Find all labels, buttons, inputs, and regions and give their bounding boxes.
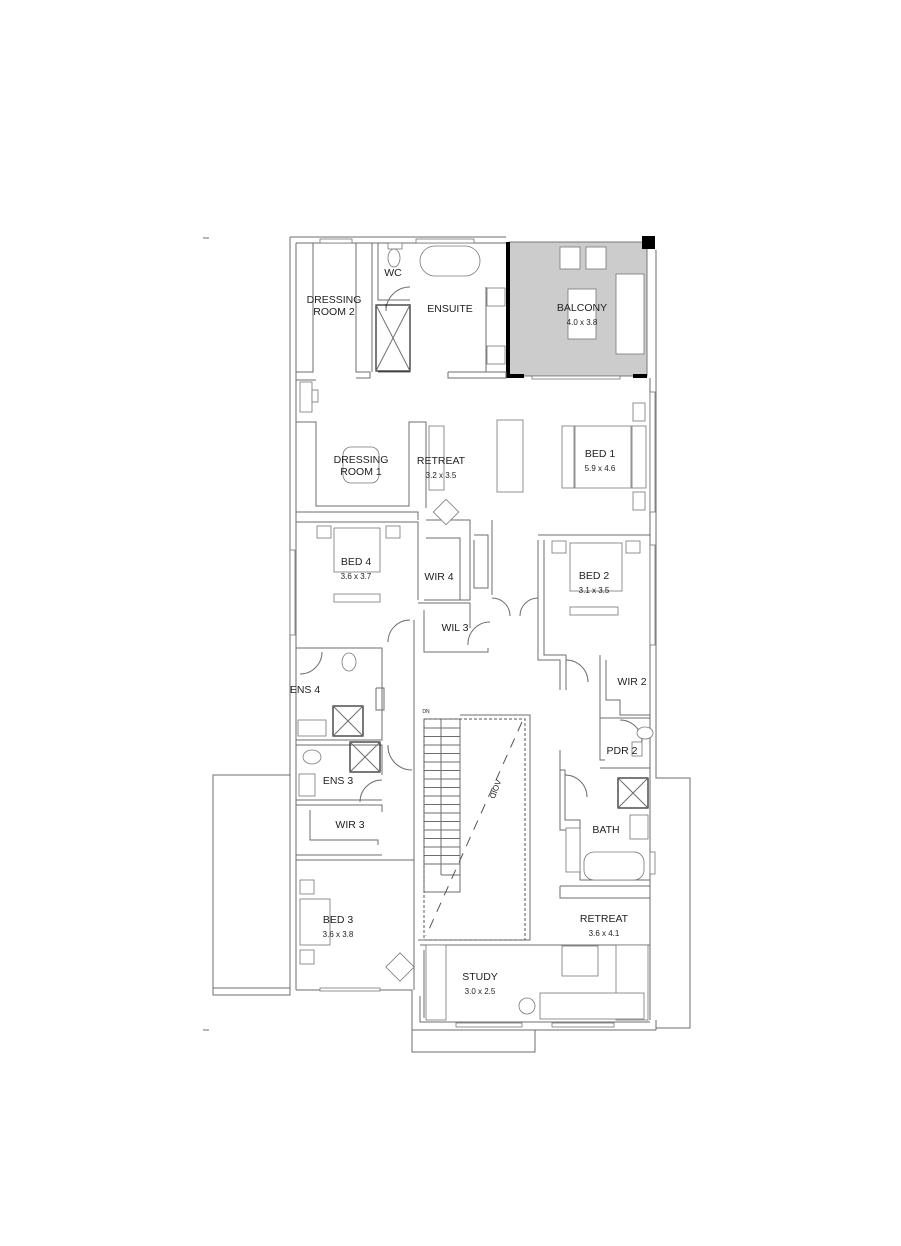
- room-name: STUDY: [462, 971, 498, 983]
- room-bed-1: BED 1 5.9 x 4.6: [585, 448, 616, 473]
- room-bed-4: BED 4 3.6 x 3.7: [341, 556, 372, 581]
- room-size: 3.6 x 3.8: [323, 930, 354, 939]
- room-wir-3: WIR 3: [335, 819, 364, 831]
- stool-icon: [518, 997, 536, 1015]
- room-name: WIR 3: [335, 819, 364, 831]
- room-name: WIR 4: [424, 571, 453, 583]
- room-name: WC: [384, 267, 402, 279]
- room-name: DRESSING: [334, 454, 389, 466]
- room-retreat-2: RETREAT 3.6 x 4.1: [580, 913, 629, 938]
- toilet-icon: [387, 248, 401, 268]
- armchair-icon: [432, 498, 460, 526]
- room-bed-3: BED 3 3.6 x 3.8: [323, 914, 354, 939]
- room-size: 3.2 x 3.5: [426, 471, 457, 480]
- room-retreat-1: RETREAT 3.2 x 3.5: [417, 455, 466, 480]
- room-name: RETREAT: [580, 913, 629, 925]
- shower-icon: [617, 777, 649, 809]
- room-size: 3.6 x 4.1: [589, 929, 620, 938]
- ottoman-icon: [561, 945, 599, 977]
- stair-dn-label: DN: [422, 709, 430, 715]
- shower-icon: [375, 304, 411, 372]
- toilet-icon: [302, 749, 322, 765]
- void-diagonal: [425, 721, 523, 937]
- armchair-icon: [385, 952, 415, 982]
- void-label: VOID: [488, 778, 503, 800]
- room-ens-4: ENS 4: [290, 684, 321, 696]
- ottoman-icon: [342, 446, 380, 484]
- room-name: ENSUITE: [427, 303, 473, 315]
- room-study: STUDY 3.0 x 2.5: [462, 971, 498, 996]
- room-name: ENS 3: [323, 775, 354, 787]
- desk-icon: [425, 944, 447, 1021]
- room-name: ROOM 2: [313, 306, 355, 318]
- sofa-icon: [496, 419, 524, 493]
- room-wil-3: WIL 3: [441, 622, 468, 634]
- balcony-heavy-wall: [506, 242, 510, 378]
- room-size: 5.9 x 4.6: [585, 464, 616, 473]
- room-size: 4.0 x 3.8: [567, 318, 598, 327]
- room-ensuite: ENSUITE: [427, 303, 473, 315]
- outdoor-chair: [559, 246, 581, 270]
- basin-icon: [486, 287, 506, 307]
- room-ens-3: ENS 3: [323, 775, 354, 787]
- outdoor-sofa: [615, 273, 645, 355]
- shower-icon: [349, 741, 381, 773]
- room-name: BED 1: [585, 448, 616, 460]
- room-name: PDR 2: [607, 745, 638, 757]
- internal-walls: [295, 243, 651, 1018]
- outdoor-table: [567, 288, 597, 340]
- room-name: BED 2: [579, 570, 610, 582]
- bed-icon: [574, 425, 632, 489]
- windows: [289, 238, 656, 1028]
- outdoor-chair: [585, 246, 607, 270]
- cabinet-icon: [428, 425, 445, 491]
- room-pdr-2: PDR 2: [607, 745, 638, 757]
- room-wir-2: WIR 2: [617, 676, 646, 688]
- room-name: WIL 3: [441, 622, 468, 634]
- room-size: 3.6 x 3.7: [341, 572, 372, 581]
- stair: [423, 718, 461, 893]
- basin-icon: [631, 741, 643, 757]
- room-name: BED 3: [323, 914, 354, 926]
- room-wc: WC: [384, 267, 402, 279]
- bed-icon: [569, 542, 623, 592]
- room-balcony: BALCONY 4.0 x 3.8: [557, 302, 607, 327]
- room-name: ENS 4: [290, 684, 321, 696]
- room-name: ROOM 1: [340, 466, 382, 478]
- toilet-icon: [341, 652, 357, 672]
- sofa-icon: [539, 992, 645, 1020]
- room-name: DRESSING: [307, 294, 362, 306]
- basin-icon: [297, 719, 327, 737]
- doors: [299, 286, 643, 803]
- bathtub-icon: [419, 245, 481, 277]
- balcony-heavy-wall: [506, 374, 524, 378]
- room-name: RETREAT: [417, 455, 466, 467]
- room-size: 3.0 x 2.5: [465, 987, 496, 996]
- room-name: BED 4: [341, 556, 372, 568]
- room-bed-2: BED 2 3.1 x 3.5: [579, 570, 610, 595]
- basin-icon: [629, 814, 649, 840]
- bathtub-icon: [583, 851, 645, 881]
- void-outline: [423, 718, 526, 941]
- basin-icon: [298, 773, 316, 797]
- column: [642, 236, 655, 249]
- room-name: WIR 2: [617, 676, 646, 688]
- toilet-icon: [636, 726, 654, 740]
- room-bath: BATH: [592, 824, 619, 836]
- shower-icon: [332, 705, 364, 737]
- fixtures: [297, 242, 654, 1021]
- balcony-heavy-wall: [633, 374, 647, 378]
- room-name: BATH: [592, 824, 619, 836]
- room-size: 3.1 x 3.5: [579, 586, 610, 595]
- room-name: BALCONY: [557, 302, 607, 314]
- bed-icon: [333, 527, 381, 573]
- bed-icon: [299, 898, 331, 946]
- basin-icon: [486, 345, 506, 365]
- room-wir-4: WIR 4: [424, 571, 453, 583]
